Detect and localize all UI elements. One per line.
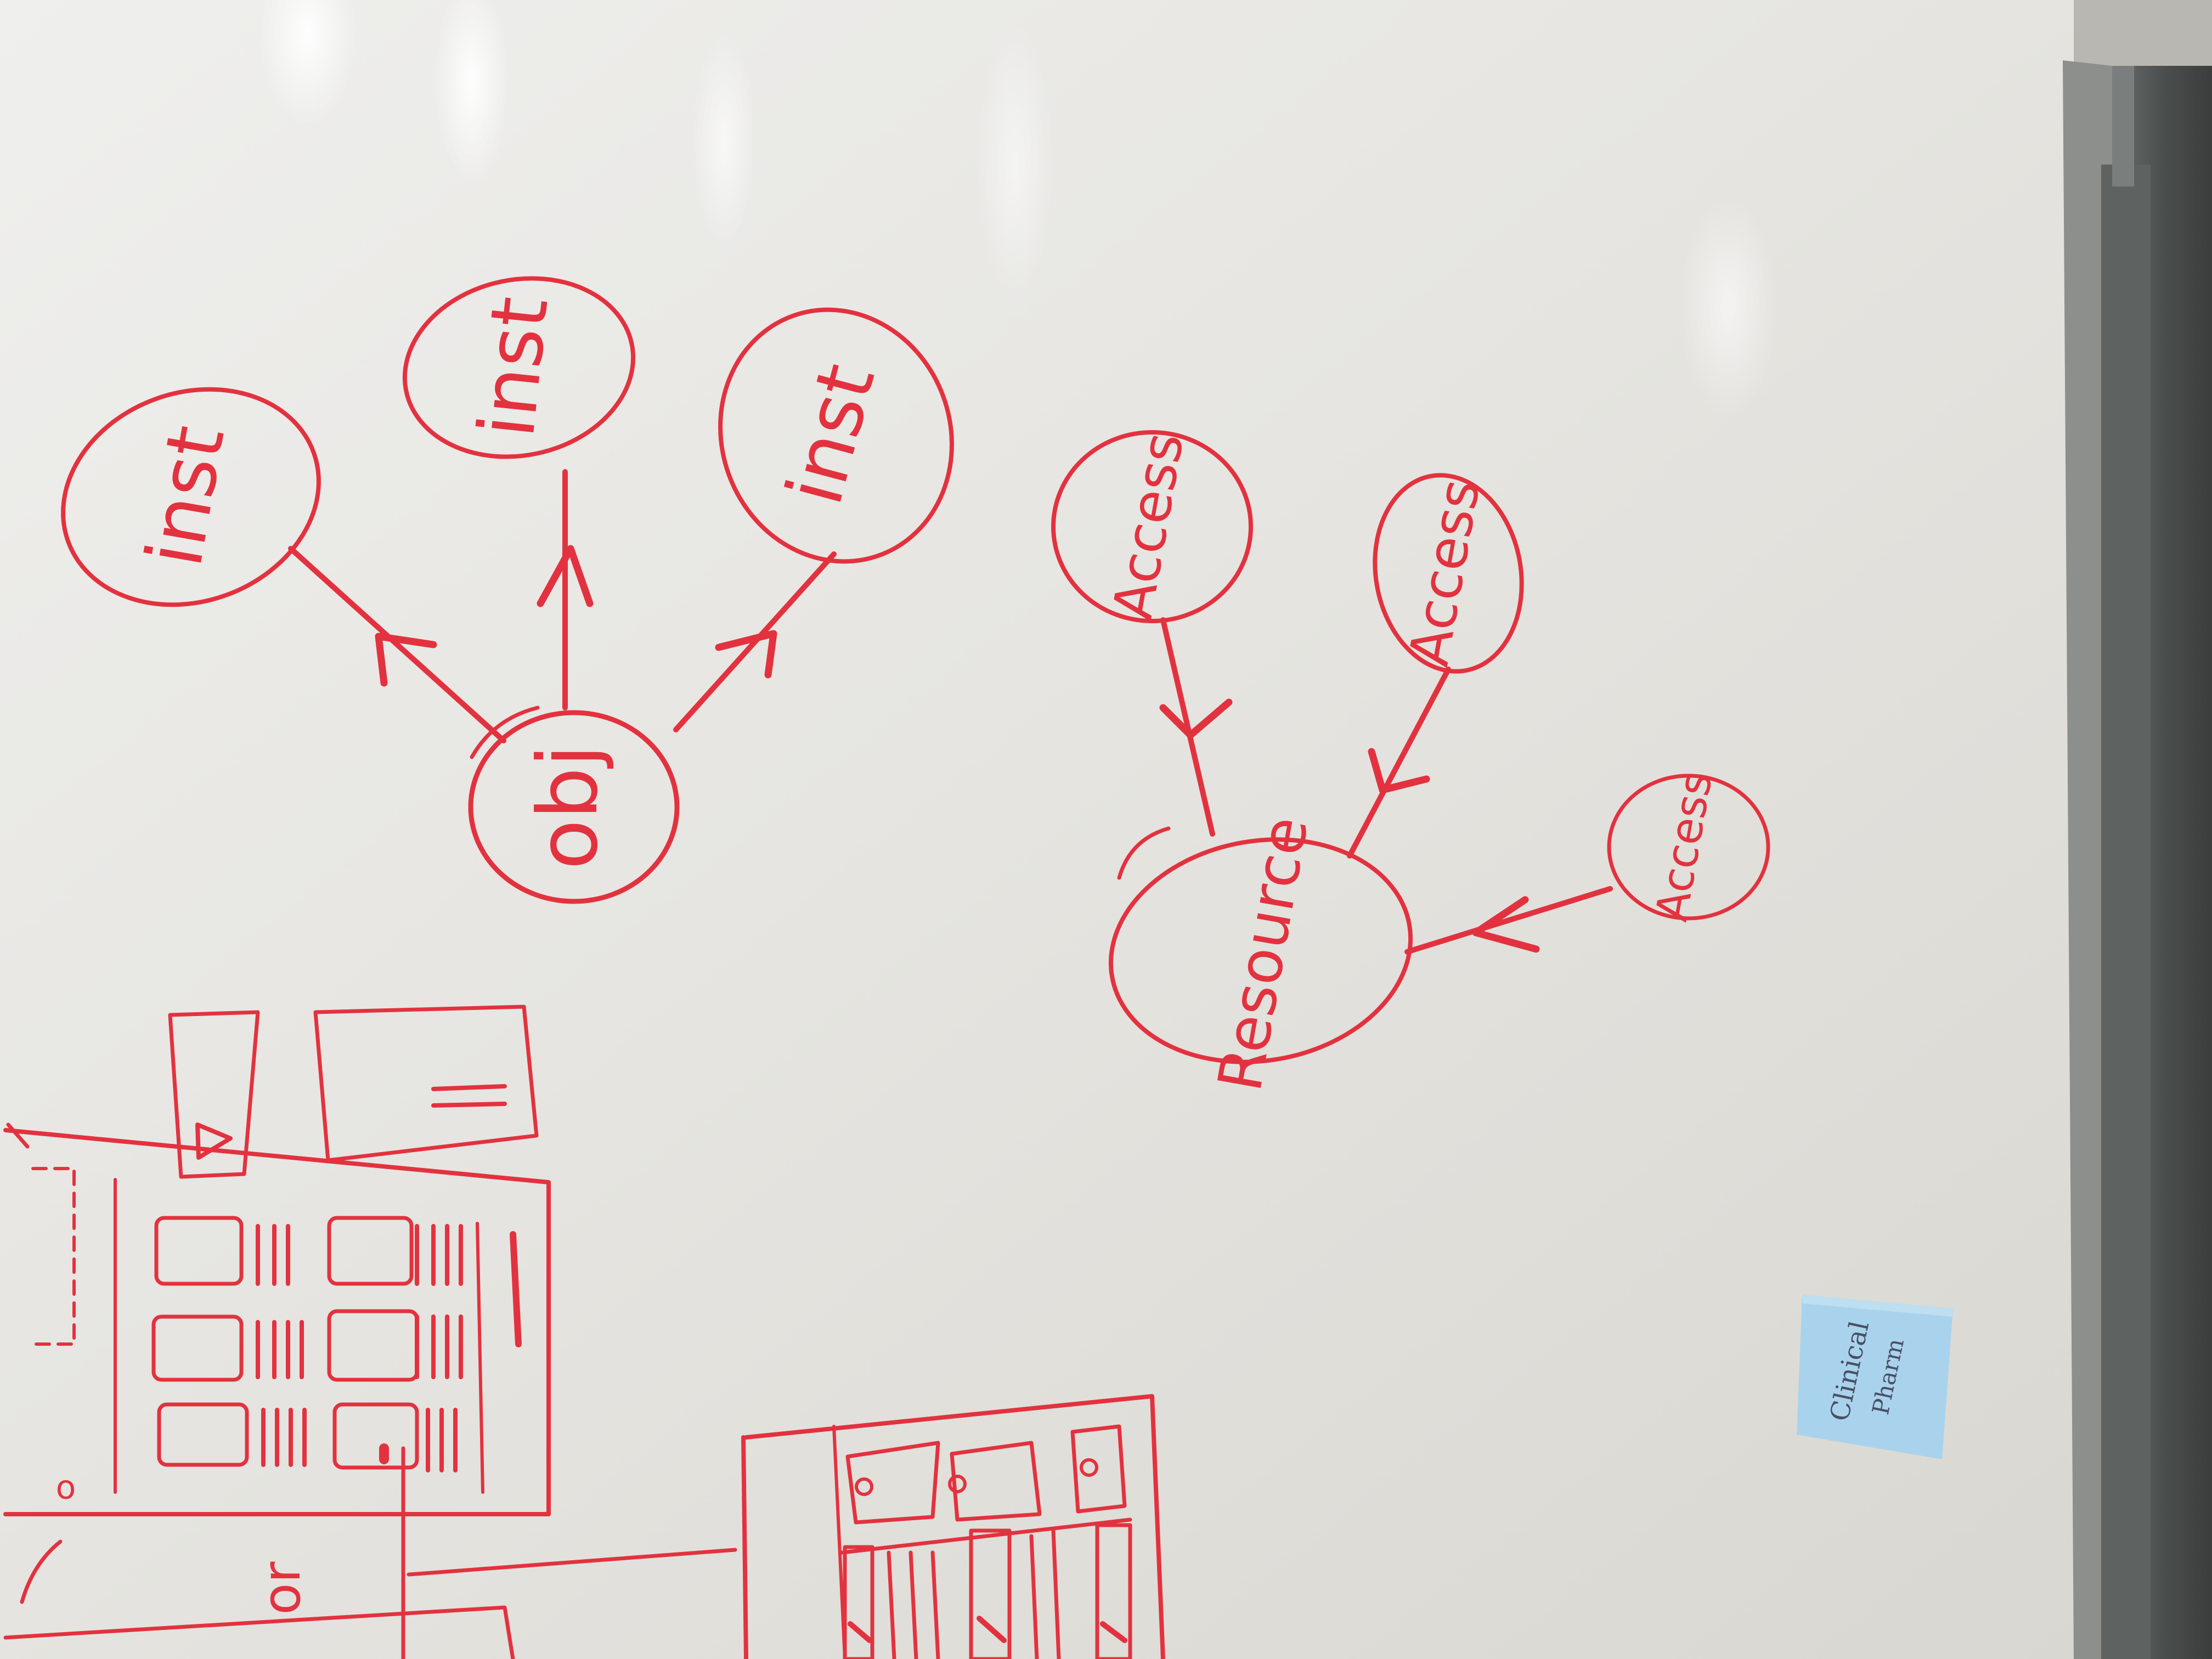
wireframe-top-widgets (168, 1005, 539, 1179)
pause-icon (431, 1084, 507, 1108)
access-node-3 (1607, 774, 1770, 921)
wireframe-sketches: o or (3, 1005, 1165, 1659)
inst-label-2: inst (462, 293, 566, 442)
play-icon (195, 1122, 233, 1160)
obj-node (468, 710, 680, 904)
wireframe-list-card (741, 1394, 1165, 1659)
inst-node-1 (61, 387, 321, 607)
wireframe-connector: or (3, 1446, 737, 1659)
sticky-note-icon: Clinical Pharm (1797, 1295, 1953, 1459)
separator-or-label: or (252, 1561, 312, 1615)
board-frame (2063, 60, 2212, 1659)
obj-label: obj (521, 744, 616, 870)
wireframe-grid-card: o (3, 1122, 551, 1516)
access-node-1 (1051, 430, 1253, 623)
inst-node-3 (718, 307, 954, 564)
inst-node-2 (402, 276, 636, 459)
whiteboard-surface (0, 0, 2074, 1659)
wireframe-corner-label: o (56, 1469, 76, 1507)
objects-diagram: obj inst inst inst (61, 276, 954, 904)
access-node-2 (1373, 473, 1524, 674)
resource-node (1108, 837, 1413, 1064)
